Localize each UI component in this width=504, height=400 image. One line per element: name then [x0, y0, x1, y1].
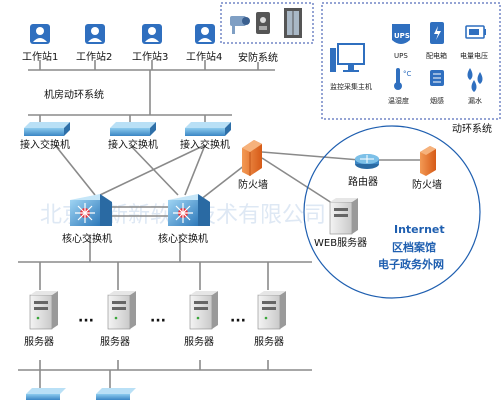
web-server: WEB服务器 — [314, 198, 367, 249]
access-switch-label: 接入交换机 — [108, 138, 158, 151]
user-icon — [30, 24, 50, 44]
server-label: 服务器 — [24, 335, 54, 348]
server-label: 服务器 — [254, 335, 284, 348]
monitor-host-label: 监控采集主机 — [330, 82, 372, 91]
workstation-4: 工作站4 — [186, 24, 222, 63]
internet-zone — [303, 125, 481, 299]
core-switch-icon — [168, 194, 210, 226]
archive-label: 区档案馆 — [392, 240, 436, 254]
machine-room-label: 机房动环系统 — [44, 88, 104, 101]
core-switch-2: 核心交换机 — [158, 194, 210, 245]
power-distribution-label: 配电箱 — [426, 51, 447, 60]
ellipsis: ··· — [78, 313, 94, 329]
server-label: 服务器 — [184, 335, 214, 348]
ups-icon: UPS — [392, 24, 410, 44]
temp-icon-text: °C — [403, 70, 412, 78]
core-switch-1: 核心交换机 — [62, 194, 112, 245]
security-system-box — [220, 2, 314, 44]
workstation-label: 工作站3 — [132, 50, 168, 63]
server-2: 服务器 — [100, 291, 136, 348]
camera-icon — [230, 16, 250, 34]
user-icon — [195, 24, 215, 44]
power-box-icon — [430, 22, 444, 44]
ups-label: UPS — [394, 52, 408, 60]
workstation-3: 工作站3 — [132, 24, 168, 63]
firewall-left: 防火墙 — [238, 140, 268, 191]
core-switch-label: 核心交换机 — [62, 232, 112, 245]
firewall-icon — [242, 140, 262, 176]
access-switch-3: 接入交换机 — [180, 122, 231, 151]
access-switch-2: 接入交换机 — [108, 122, 158, 151]
ups-icon-text: UPS — [394, 32, 410, 40]
workstation-label: 工作站4 — [186, 50, 222, 63]
access-switch-1: 接入交换机 — [20, 122, 70, 151]
access-switch-label: 接入交换机 — [180, 138, 230, 151]
server-icon — [107, 291, 136, 330]
internet-label: Internet — [394, 223, 445, 236]
battery-voltage-label: 电量电压 — [460, 51, 488, 60]
access-switch-label: 接入交换机 — [20, 138, 70, 151]
bottom-switch-2 — [96, 388, 136, 400]
server-icon — [29, 291, 58, 330]
smoke-label: 烟感 — [430, 96, 444, 105]
firewall-icon — [420, 146, 436, 176]
server-3: 服务器 — [184, 291, 218, 348]
switch-icon — [24, 122, 70, 136]
core-switch-label: 核心交换机 — [158, 232, 208, 245]
security-label: 安防系统 — [238, 51, 278, 64]
workstation-label: 工作站1 — [22, 50, 58, 63]
server-label: 服务器 — [100, 335, 130, 348]
egov-network-label: 电子政务外网 — [378, 257, 444, 271]
switch-icon — [110, 122, 156, 136]
thermometer-icon: °C — [394, 68, 412, 90]
workstation-2: 工作站2 — [76, 24, 112, 63]
server-icon — [329, 198, 358, 235]
door-icon — [284, 8, 302, 38]
env-monitor-box: 监控采集主机 UPS UPS 配电箱 电量电压 °C 温湿度 — [321, 2, 501, 120]
router-icon — [355, 154, 379, 169]
switch-icon — [185, 122, 231, 136]
workstation-1: 工作站1 — [22, 24, 58, 63]
router-label: 路由器 — [348, 175, 378, 188]
user-icon — [142, 24, 162, 44]
access-control-icon — [256, 12, 270, 34]
web-server-label: WEB服务器 — [314, 236, 367, 249]
battery-icon — [465, 25, 486, 39]
water-drop-icon — [467, 68, 483, 92]
ellipsis: ··· — [150, 313, 166, 329]
monitor-icon — [330, 43, 365, 72]
server-icon — [189, 291, 218, 330]
temp-humidity-label: 温湿度 — [388, 96, 409, 105]
env-system-title: 动环系统 — [452, 122, 492, 135]
workstation-label: 工作站2 — [76, 50, 112, 63]
water-leak-label: 漏水 — [468, 96, 482, 105]
smoke-detector-icon — [430, 70, 444, 86]
firewall-label: 防火墙 — [238, 178, 268, 191]
router: 路由器 — [348, 154, 379, 188]
firewall-right: 防火墙 — [412, 146, 442, 191]
server-1: 服务器 — [24, 291, 58, 348]
user-icon — [85, 24, 105, 44]
server-icon — [257, 291, 286, 330]
ellipsis: ··· — [230, 313, 246, 329]
firewall-label: 防火墙 — [412, 178, 442, 191]
core-switch-icon — [70, 194, 112, 226]
server-4: 服务器 — [254, 291, 286, 348]
bottom-switch-1 — [26, 388, 66, 400]
